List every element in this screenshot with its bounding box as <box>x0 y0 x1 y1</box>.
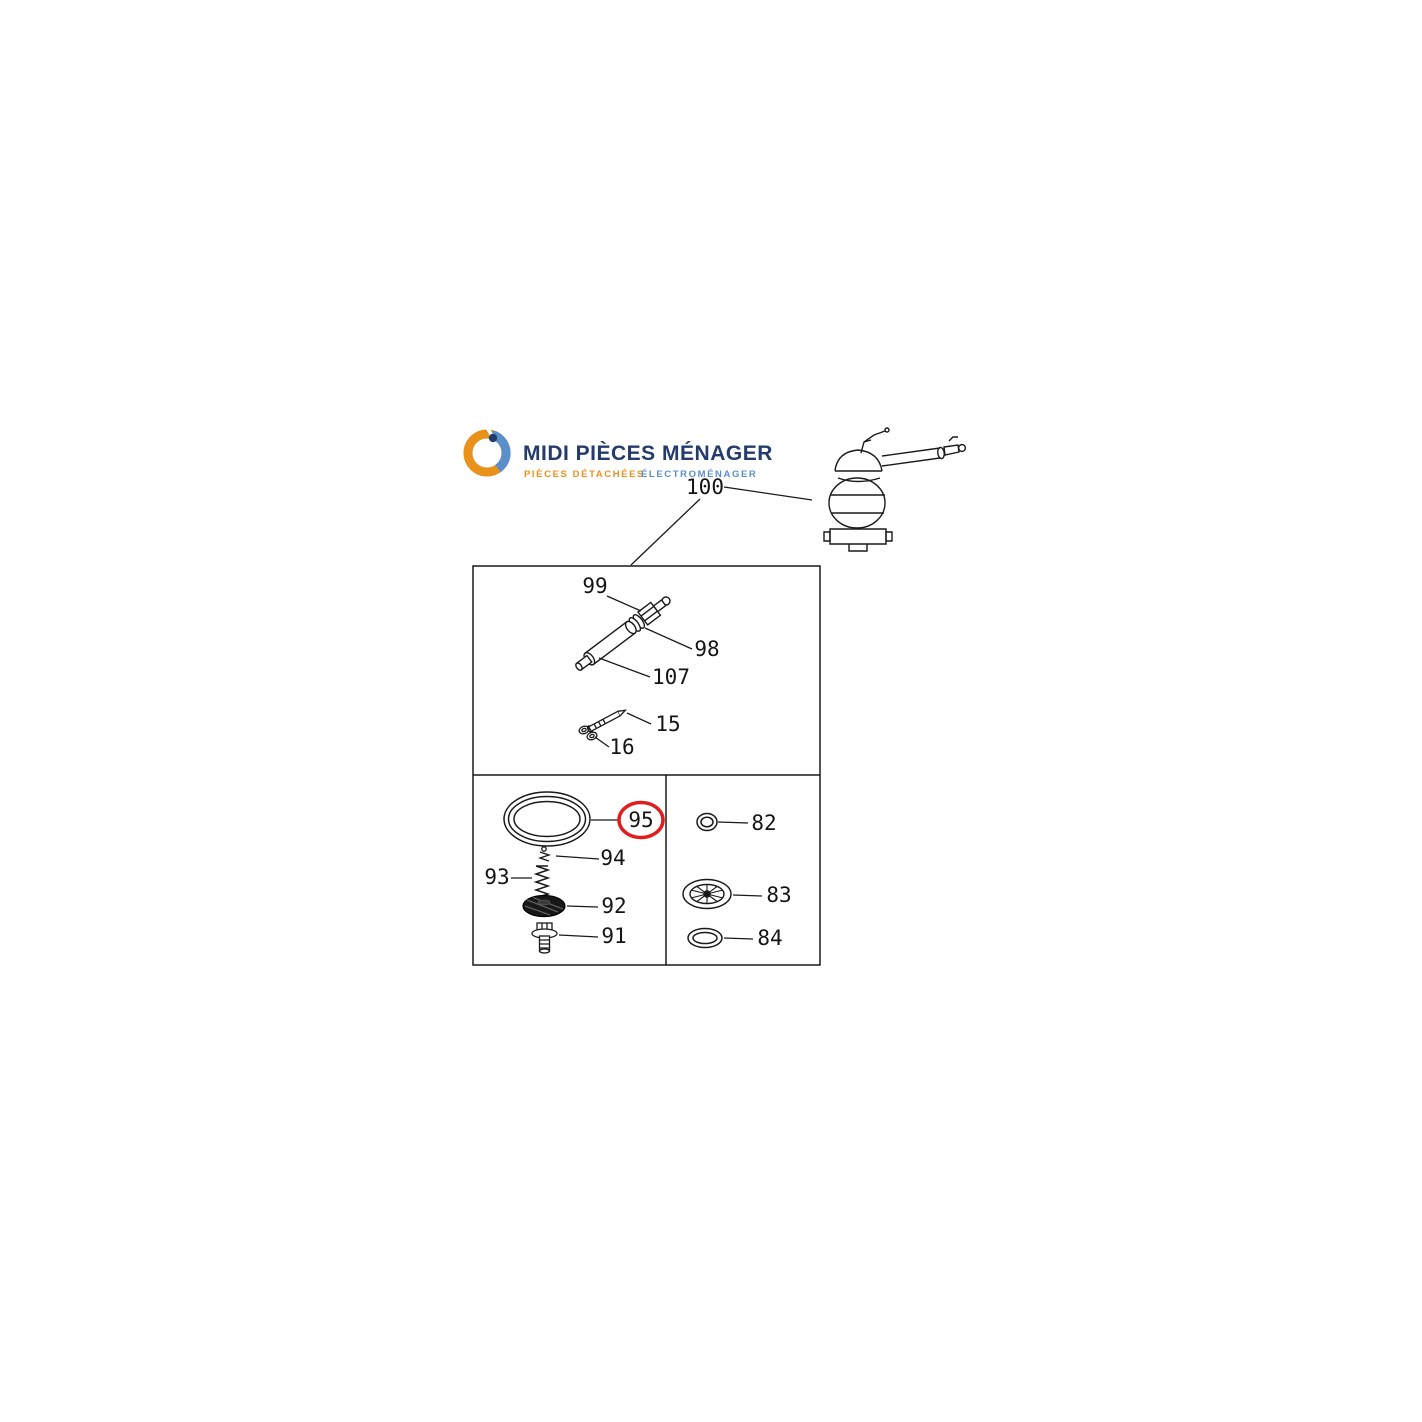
leader-line-92 <box>566 905 599 908</box>
pump-assembly-drawing <box>823 427 967 552</box>
pump-base-bolt-right <box>885 531 893 542</box>
part-label-94: 94 <box>600 846 625 870</box>
valve-83-outer <box>682 878 732 910</box>
leader-line-82 <box>717 821 749 824</box>
pump-base <box>829 528 887 545</box>
part-labels: 100 99 98 107 15 16 95 94 93 92 91 82 83… <box>484 475 791 950</box>
oring-82-drawing <box>696 812 718 832</box>
part-94-drawing <box>537 846 552 862</box>
washer-16a-outer <box>578 725 590 735</box>
disc-92-drawing <box>522 894 566 918</box>
bolt-91-drawing <box>531 922 558 954</box>
nozzle-hex-body <box>637 601 662 626</box>
part-label-16: 16 <box>609 735 634 759</box>
leader-line-100-box <box>630 498 701 566</box>
leader-line-16 <box>594 736 610 748</box>
brand-logo-icon <box>463 428 511 477</box>
leader-line-99 <box>606 595 642 612</box>
exploded-view-box <box>472 565 821 966</box>
diaphragm-inner-ring <box>513 800 581 838</box>
spring-93-coils <box>533 865 551 899</box>
brand-tagline-part2: ÉLECTROMÉNAGER <box>641 469 757 480</box>
oring-82-outer <box>696 812 718 832</box>
part-label-107: 107 <box>652 665 690 689</box>
pin-threads <box>593 718 606 729</box>
spring-93-drawing <box>533 865 551 899</box>
nozzle-assembly-drawing <box>575 596 671 671</box>
pump-body <box>828 477 886 529</box>
pump-base-bolt-left <box>823 531 831 542</box>
part-label-91: 91 <box>601 924 626 948</box>
diaphragm-outer-ring <box>503 791 591 847</box>
highlight-circle-95 <box>617 800 665 840</box>
part-94-coil <box>537 851 552 862</box>
part-label-100: 100 <box>686 475 724 499</box>
gasket-84-drawing <box>687 927 723 949</box>
part-label-93: 93 <box>484 865 509 889</box>
part-label-83: 83 <box>766 883 791 907</box>
brand-logo: MIDI PIÈCES MÉNAGER PIÈCES DÉTACHÉES ÉLE… <box>463 428 773 480</box>
leader-line-98 <box>644 627 693 650</box>
part-label-98: 98 <box>694 637 719 661</box>
pump-lever-detail <box>863 439 872 443</box>
pump-base-tab <box>848 544 868 552</box>
washers-16-drawing <box>578 725 598 741</box>
leader-line-91 <box>558 934 599 938</box>
pump-nozzle-detail <box>948 436 958 442</box>
part-label-92: 92 <box>601 894 626 918</box>
washer-16b-outer <box>586 731 598 741</box>
brand-tagline-part1: PIÈCES DÉTACHÉES <box>524 469 645 480</box>
pump-tube-bottom <box>881 457 941 467</box>
leader-line-94 <box>555 855 600 860</box>
leader-line-15 <box>626 712 652 725</box>
pin-15-drawing <box>586 709 628 733</box>
diaphragm-mid-ring <box>507 795 587 843</box>
part-label-99: 99 <box>582 574 607 598</box>
disc-92-body <box>522 894 566 918</box>
leader-line-107 <box>598 657 651 678</box>
part-94-tip <box>541 846 547 852</box>
pump-lever <box>860 430 886 454</box>
leader-lines <box>511 486 813 940</box>
tube-107-tip-cap <box>575 662 583 671</box>
part-label-95: 95 <box>628 808 653 832</box>
part-label-84: 84 <box>757 926 782 950</box>
pump-dome-seam <box>837 477 881 483</box>
pump-dome <box>834 449 883 472</box>
bolt-91-end <box>538 948 551 954</box>
pump-lever-tip <box>884 427 890 433</box>
disc-92-hub <box>537 899 551 906</box>
leader-line-83 <box>732 894 763 897</box>
gasket-84-inner <box>692 931 718 945</box>
oring-82-inner <box>700 816 714 828</box>
brand-name-text: MIDI PIÈCES MÉNAGER <box>523 442 773 465</box>
part-label-82: 82 <box>751 811 776 835</box>
washer-16a-inner <box>581 727 587 733</box>
washer-16b-inner <box>589 733 595 739</box>
bolt-91-threads <box>539 939 550 949</box>
pin-point <box>617 709 628 717</box>
box-border <box>472 565 821 966</box>
diaphragm-95-drawing <box>503 791 591 847</box>
leader-line-100-pump <box>723 486 813 501</box>
leader-line-84 <box>723 937 754 940</box>
nozzle-hex-facets <box>640 605 658 622</box>
part-label-15: 15 <box>655 712 680 736</box>
valve-83-hub <box>703 890 711 898</box>
gasket-84-outer <box>687 927 723 949</box>
tube-107-cap-near <box>624 620 637 635</box>
pump-nozzle-tip <box>957 443 967 453</box>
valve-83-drawing <box>682 878 732 910</box>
pump-nozzle <box>943 444 960 456</box>
logo-dot <box>488 433 498 443</box>
pump-tube-top <box>881 447 941 457</box>
